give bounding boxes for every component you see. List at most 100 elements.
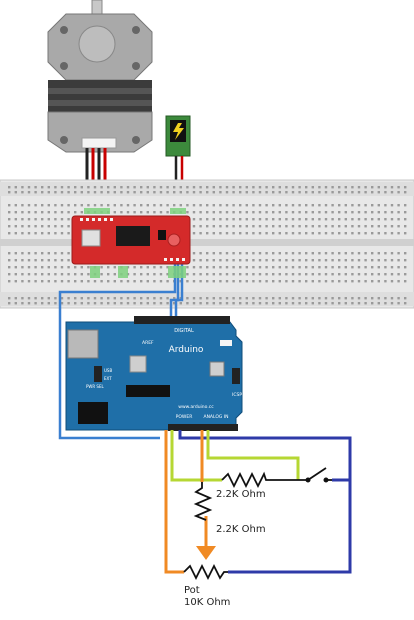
breadboard-hole bbox=[298, 297, 301, 300]
breadboard-hole bbox=[338, 266, 341, 269]
breadboard-hole bbox=[239, 218, 242, 221]
breadboard-hole bbox=[351, 302, 354, 305]
breadboard-hole bbox=[93, 191, 97, 194]
breadboard-hole bbox=[21, 280, 24, 283]
breadboard-hole bbox=[14, 232, 17, 235]
breadboard-hole bbox=[311, 297, 314, 300]
breadboard-hole bbox=[324, 204, 328, 207]
breadboard-hole bbox=[384, 225, 387, 228]
breadboard-hole bbox=[338, 259, 341, 262]
breadboard-hole bbox=[34, 204, 37, 207]
breadboard-hole bbox=[41, 191, 44, 194]
breadboard-hole bbox=[252, 225, 255, 228]
breadboard-hole bbox=[192, 218, 196, 221]
breadboard-hole bbox=[311, 280, 314, 283]
breadboard-hole bbox=[14, 259, 17, 262]
breadboard-hole bbox=[120, 211, 123, 214]
breadboard-hole bbox=[397, 211, 400, 214]
breadboard-hole bbox=[252, 297, 255, 300]
breadboard-hole bbox=[245, 204, 248, 207]
breadboard-hole bbox=[305, 302, 308, 305]
breadboard-hole bbox=[225, 191, 229, 194]
breadboard-hole bbox=[159, 273, 163, 276]
breadboard-hole bbox=[21, 186, 24, 189]
breadboard-hole bbox=[153, 186, 156, 189]
breadboard-hole bbox=[153, 302, 156, 305]
breadboard-hole bbox=[357, 186, 361, 189]
breadboard-hole bbox=[364, 302, 367, 305]
breadboard-hole bbox=[344, 280, 347, 283]
breadboard-hole bbox=[318, 280, 321, 283]
breadboard-hole bbox=[291, 297, 295, 300]
breadboard-hole bbox=[219, 297, 222, 300]
breadboard-hole bbox=[384, 218, 387, 221]
breadboard-hole bbox=[27, 218, 31, 221]
breadboard-hole bbox=[100, 273, 103, 276]
breadboard-hole bbox=[377, 225, 380, 228]
breadboard-hole bbox=[54, 186, 57, 189]
breadboard-hole bbox=[384, 191, 387, 194]
breadboard-hole bbox=[272, 204, 275, 207]
breadboard-hole bbox=[311, 186, 314, 189]
breadboard-hole bbox=[232, 211, 235, 214]
breadboard-hole bbox=[252, 204, 255, 207]
breadboard-hole bbox=[351, 297, 354, 300]
breadboard-hole bbox=[232, 297, 235, 300]
breadboard-hole bbox=[377, 266, 380, 269]
breadboard-hole bbox=[239, 302, 242, 305]
breadboard-hole bbox=[159, 302, 163, 305]
breadboard-hole bbox=[351, 280, 354, 283]
breadboard-hole bbox=[384, 232, 387, 235]
breadboard-hole bbox=[47, 204, 50, 207]
motor-bottom-plate bbox=[47, 111, 153, 153]
breadboard-hole bbox=[258, 191, 262, 194]
breadboard-hole bbox=[239, 232, 242, 235]
breadboard-hole bbox=[371, 280, 374, 283]
breadboard-hole bbox=[8, 280, 11, 283]
breadboard-hole bbox=[311, 252, 314, 255]
breadboard-hole bbox=[100, 302, 103, 305]
breadboard-hole bbox=[357, 266, 361, 269]
breadboard-hole bbox=[192, 259, 196, 262]
breadboard-hole bbox=[126, 211, 130, 214]
breadboard-hole bbox=[305, 266, 308, 269]
breadboard-hole bbox=[34, 191, 37, 194]
breadboard-hole bbox=[8, 225, 11, 228]
breadboard-hole bbox=[285, 266, 288, 269]
breadboard-hole bbox=[397, 218, 400, 221]
breadboard-hole bbox=[74, 266, 77, 269]
breadboard-hole bbox=[54, 297, 57, 300]
breadboard-hole bbox=[14, 191, 17, 194]
breadboard-hole bbox=[258, 232, 262, 235]
breadboard-hole bbox=[146, 302, 149, 305]
breadboard-hole bbox=[258, 302, 262, 305]
breadboard-hole bbox=[212, 191, 215, 194]
breadboard-hole bbox=[364, 297, 367, 300]
breadboard-hole bbox=[371, 273, 374, 276]
breadboard-hole bbox=[27, 259, 31, 262]
breadboard-hole bbox=[41, 232, 44, 235]
power-wires bbox=[164, 430, 216, 574]
breadboard-hole bbox=[133, 186, 136, 189]
breadboard-hole bbox=[278, 297, 281, 300]
breadboard-hole bbox=[311, 191, 314, 194]
breadboard-hole bbox=[74, 280, 77, 283]
breadboard-hole bbox=[27, 225, 31, 228]
breadboard-hole bbox=[252, 273, 255, 276]
breadboard-hole bbox=[199, 266, 202, 269]
breadboard-hole bbox=[272, 186, 275, 189]
breadboard-hole bbox=[331, 273, 334, 276]
breadboard-hole bbox=[397, 266, 400, 269]
breadboard-hole bbox=[357, 280, 361, 283]
breadboard-hole bbox=[364, 204, 367, 207]
breadboard-hole bbox=[338, 273, 341, 276]
breadboard-hole bbox=[344, 297, 347, 300]
ground-wire bbox=[178, 430, 352, 574]
breadboard-hole bbox=[324, 259, 328, 262]
breadboard-hole bbox=[166, 273, 169, 276]
breadboard-hole bbox=[285, 297, 288, 300]
breadboard-hole bbox=[41, 186, 44, 189]
breadboard-hole bbox=[146, 204, 149, 207]
aref-label: AREF bbox=[142, 340, 154, 346]
breadboard-hole bbox=[41, 252, 44, 255]
